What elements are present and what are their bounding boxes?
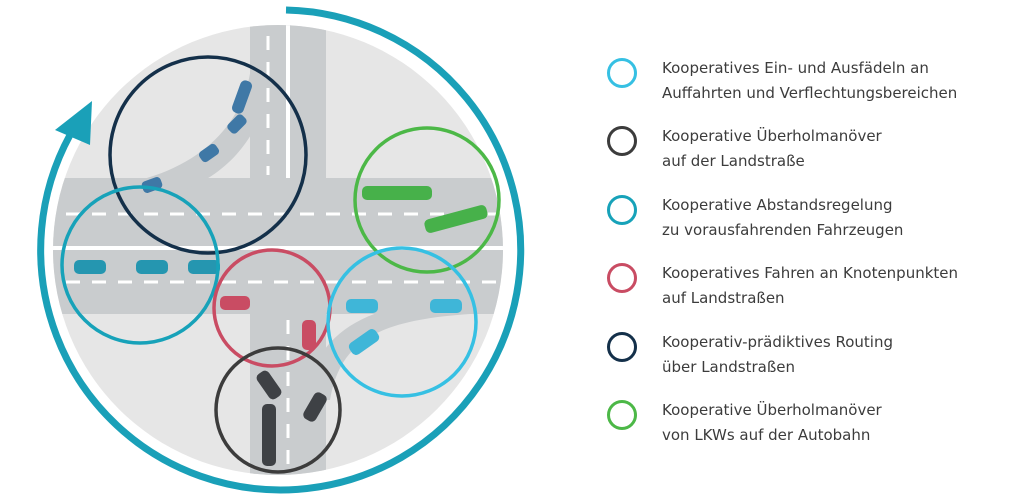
legend-label-line: Kooperatives Fahren an Knotenpunkten [662,264,959,283]
legend-ring-icon [607,58,637,88]
legend-item-distance-control: Kooperative Abstandsregelung zu vorausfah… [604,189,1014,257]
car [188,260,220,274]
legend-item-intersections: Kooperatives Fahren an Knotenpunkten auf … [604,257,1014,325]
truck [262,404,276,466]
highway-upper [53,178,503,246]
legend-label-line: von LKWs auf der Autobahn [662,425,871,444]
traffic-scene-illustration [37,6,525,494]
legend-item-overtaking-rural: Kooperative Überholmanöver auf der Landst… [604,120,1014,188]
legend-label-line: Auffahrten und Verflechtungsbereichen [662,84,958,102]
outer-cycle-arc [37,6,525,494]
legend-label: Kooperativ-prädiktives Routing über Lands… [662,330,893,380]
legend-ring-icon [607,331,637,362]
car [256,370,282,400]
car [231,80,253,114]
legend-label-line: Kooperatives Ein- und Ausfädeln an [662,59,929,77]
legend-ring-icon [607,126,637,157]
legend-item-truck-overtaking: Kooperative Überholmanöver von LKWs auf d… [604,394,1014,462]
scenario-circles [60,55,501,474]
highway-median [53,246,503,250]
legend-label: Kooperative Überholmanöver von LKWs auf d… [662,398,882,448]
car [74,260,106,274]
legend-ring-icon [607,399,637,430]
circle-truck-overtaking [353,126,501,274]
legend-label-line: zu vorausfahrenden Fahrzeugen [662,220,904,239]
truck [362,186,432,200]
car [198,143,220,163]
car [136,260,168,274]
legend: Kooperatives Ein- und Ausfädeln an Auffah… [604,52,1014,462]
circle-merging [326,246,478,398]
legend-label-line: Kooperative Abstandsregelung [662,195,893,214]
circle-overtaking-rural [214,346,342,474]
car [220,296,250,310]
legend-label: Kooperative Überholmanöver auf der Landst… [662,124,882,174]
legend-ring-icon [607,194,637,225]
legend-item-merging: Kooperatives Ein- und Ausfädeln an Auffah… [604,52,1014,120]
circle-routing [108,55,308,255]
legend-item-routing: Kooperativ-prädiktives Routing über Lands… [604,326,1014,394]
vertical-median [286,25,290,178]
circle-distance-control [60,185,220,345]
vehicles [74,80,488,466]
car [430,299,462,313]
legend-label-line: auf der Landstraße [662,152,805,171]
legend-label: Kooperatives Ein- und Ausfädeln an Auffah… [662,56,957,106]
legend-label-line: Kooperative Überholmanöver [662,127,882,146]
car [227,114,247,134]
truck [424,205,488,233]
car [302,320,316,350]
car [346,299,378,313]
legend-label-line: Kooperative Überholmanöver [662,400,882,419]
legend-label-line: über Landstraßen [662,357,796,376]
legend-label: Kooperative Abstandsregelung zu vorausfah… [662,193,903,243]
legend-label-line: auf Landstraßen [662,289,785,308]
legend-label-line: Kooperativ-prädiktives Routing [662,332,893,351]
car [348,329,380,355]
legend-ring-icon [607,263,637,294]
outer-cycle-arrowhead [55,101,92,145]
car [303,392,327,422]
legend-label: Kooperatives Fahren an Knotenpunkten auf … [662,261,958,311]
